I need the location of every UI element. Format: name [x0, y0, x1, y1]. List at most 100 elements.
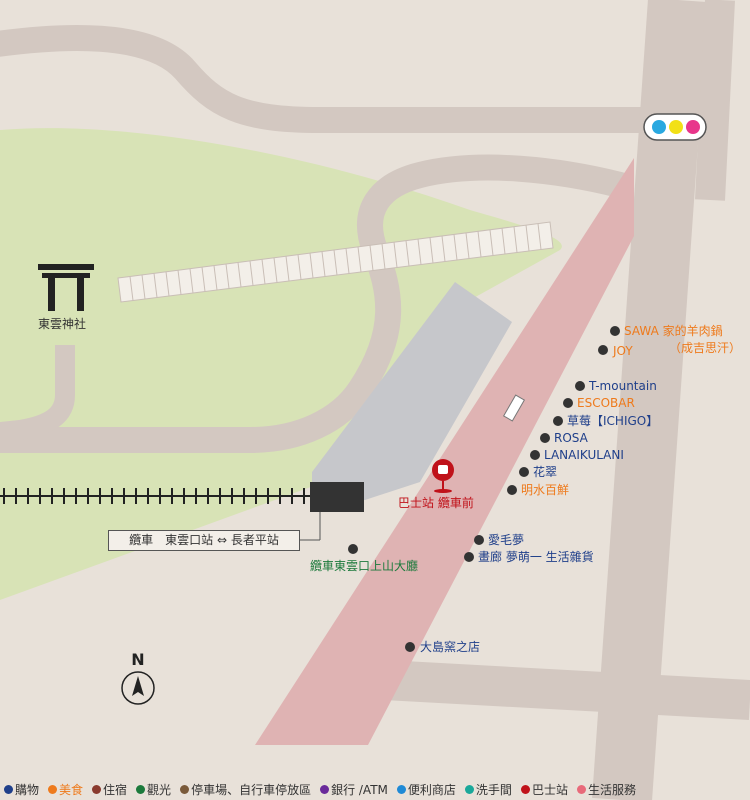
legend-label: 住宿 — [103, 782, 128, 797]
legend-item-shopping: 購物 — [4, 781, 39, 798]
stair-step — [129, 276, 134, 301]
stair-step — [417, 239, 422, 265]
shop-marker[interactable] — [540, 433, 550, 443]
stair-step — [261, 259, 266, 285]
legend-label: 美食 — [59, 782, 84, 797]
legend-item-parking: 停車場、自行車停放區 — [180, 781, 311, 798]
legend-label: 觀光 — [147, 782, 172, 797]
legend-item-restroom: 洗手間 — [464, 781, 512, 798]
stair-step — [273, 257, 278, 283]
legend-label: 巴士站 — [531, 782, 568, 797]
shrine-path — [0, 345, 75, 442]
stair-step — [345, 248, 350, 274]
legend-label: 購物 — [15, 782, 40, 797]
stair-step — [429, 237, 434, 264]
north-label: N — [131, 650, 145, 669]
stair-step — [201, 267, 206, 292]
stair-step — [225, 263, 230, 289]
stair-step — [285, 256, 290, 282]
shop-label: ESCOBAR — [577, 396, 635, 410]
shop-label: 愛毛夢 — [488, 533, 525, 547]
shop-marker[interactable] — [474, 535, 484, 545]
legend-item-convenience: 便利商店 — [396, 781, 456, 798]
shop-label: ROSA — [554, 431, 588, 445]
legend-label: 生活服務 — [587, 782, 636, 797]
stair-step — [369, 245, 374, 271]
shop-marker[interactable] — [610, 326, 620, 336]
road-top — [0, 24, 673, 133]
tram-label: 纜車 東雲口站 ⇔ 長者平站 — [108, 530, 300, 551]
shop-marker[interactable] — [575, 381, 585, 391]
tram-station-icon — [310, 482, 364, 512]
shrine-label: 東雲神社 — [38, 317, 87, 331]
stair-step — [141, 274, 146, 300]
legend-label: 銀行 /ATM — [331, 782, 388, 797]
stair-step — [405, 240, 410, 267]
stair-step — [381, 243, 386, 270]
tram-plaza — [312, 282, 512, 500]
shop-marker[interactable] — [553, 416, 563, 426]
legend-label: 便利商店 — [407, 782, 456, 797]
stair-step — [189, 268, 194, 294]
railway-ties — [3, 488, 305, 504]
tram-hall-marker[interactable] — [348, 544, 358, 554]
shop-marker[interactable] — [563, 398, 573, 408]
shop-marker[interactable] — [598, 345, 608, 355]
main-road — [255, 158, 634, 745]
shop-marker[interactable] — [530, 450, 540, 460]
shop-label: 明水百鮮 — [521, 483, 570, 497]
stair-step — [333, 249, 338, 276]
stair-step — [237, 262, 242, 288]
legend-item-services: 生活服務 — [576, 781, 636, 798]
north-arrow-icon — [121, 671, 155, 705]
stair-step — [537, 223, 542, 250]
stair-step — [309, 253, 314, 279]
stairs — [117, 221, 554, 303]
bus-stop-pin-icon — [432, 459, 454, 493]
legend-item-bank: 銀行 /ATM — [320, 781, 388, 798]
traffic-light-icon — [643, 113, 707, 141]
stair-step — [165, 271, 170, 297]
legend-item-lodging: 住宿 — [92, 781, 127, 798]
road-right-top — [695, 0, 735, 201]
shop-marker[interactable] — [405, 642, 415, 652]
stair-step — [513, 226, 518, 253]
stair-step — [213, 265, 218, 291]
stair-step — [249, 260, 254, 286]
road-bottom — [383, 660, 750, 720]
legend-item-sightseeing: 觀光 — [136, 781, 171, 798]
stair-step — [477, 231, 482, 258]
stair-step — [501, 228, 506, 255]
stair-step — [489, 229, 494, 256]
tram-hall-label: 纜車東雲口上山大廳 — [310, 559, 419, 573]
bus-stop-label: 巴士站 纜車前 — [398, 496, 474, 510]
shop-label: 花翠 — [533, 465, 558, 479]
shop-marker[interactable] — [464, 552, 474, 562]
legend-item-food: 美食 — [48, 781, 83, 798]
stair-step — [393, 242, 398, 268]
stair-step — [153, 273, 158, 298]
stair-step — [297, 254, 302, 280]
stair-step — [453, 234, 458, 261]
shop-label: SAWA 家的羊肉鍋 — [624, 324, 723, 338]
shop-label: T-mountain — [589, 379, 657, 393]
legend-label: 洗手間 — [475, 782, 512, 797]
shop-label: 草莓【ICHIGO】 — [567, 414, 659, 428]
stair-step — [321, 251, 326, 277]
stair-step — [465, 232, 470, 259]
legend-label: 停車場、自行車停放區 — [191, 782, 312, 797]
shop-label: （成吉思汗） — [669, 341, 742, 355]
stair-step — [177, 270, 182, 295]
shop-label: 大島窯之店 — [420, 640, 481, 654]
torii-icon — [38, 264, 94, 311]
shop-label: 畫廊 夢萌一 生活雜貨 — [478, 550, 594, 564]
legend-item-bus: 巴士站 — [520, 781, 568, 798]
shop-label: LANAIKULANI — [544, 448, 624, 462]
legend: 購物 美食 住宿 觀光 停車場、自行車停放區 銀行 /ATM 便利商店 洗手間 … — [0, 778, 750, 800]
shop-marker[interactable] — [519, 467, 529, 477]
stair-step — [357, 246, 362, 273]
shop-label: JOY — [613, 344, 633, 358]
shop-marker[interactable] — [507, 485, 517, 495]
